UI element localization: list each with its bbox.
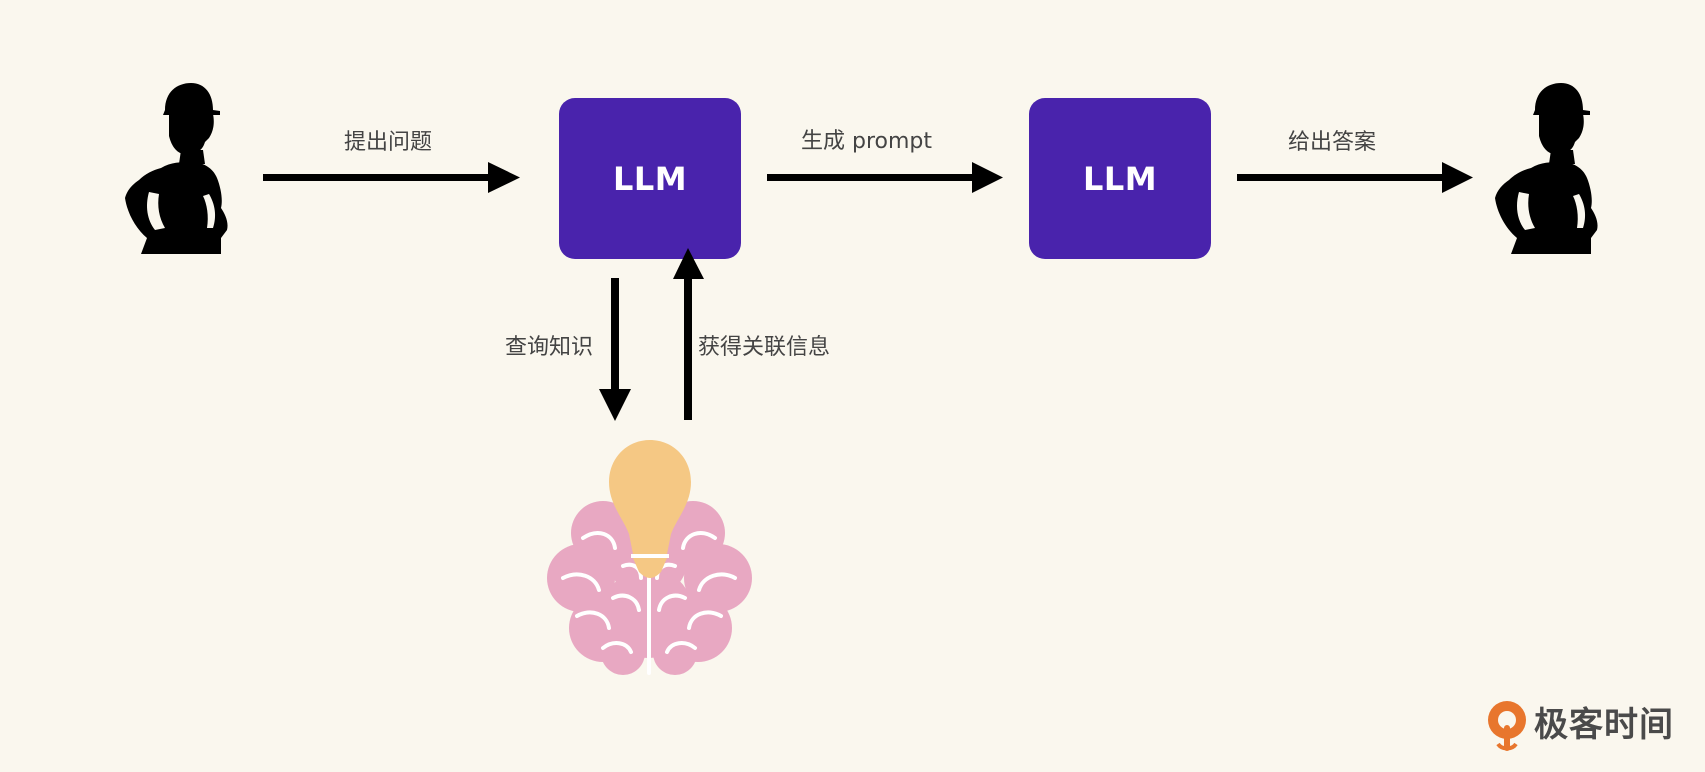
brand-logo-text: 极客时间 bbox=[1534, 705, 1674, 745]
knowledge-brain-icon bbox=[547, 440, 752, 675]
llm-generator-node: LLM bbox=[1029, 98, 1211, 259]
get-related-info-arrow bbox=[673, 248, 704, 420]
ask-question-arrow bbox=[263, 162, 520, 193]
ask-question-label: 提出问题 bbox=[344, 130, 433, 155]
generate-prompt-label: 生成 prompt bbox=[801, 129, 933, 154]
user-right-icon bbox=[1495, 83, 1598, 254]
query-knowledge-label: 查询知识 bbox=[505, 335, 594, 360]
give-answer-arrow bbox=[1237, 162, 1473, 193]
user-left-icon bbox=[125, 83, 228, 254]
llm-generator-label: LLM bbox=[1082, 159, 1158, 198]
get-related-info-label: 获得关联信息 bbox=[698, 335, 831, 360]
query-knowledge-arrow bbox=[599, 278, 631, 421]
give-answer-label: 给出答案 bbox=[1288, 130, 1377, 155]
llm-retriever-label: LLM bbox=[612, 159, 688, 198]
generate-prompt-arrow bbox=[767, 162, 1003, 193]
geektime-logo-icon bbox=[1488, 701, 1526, 751]
llm-retriever-node: LLM bbox=[559, 98, 741, 259]
